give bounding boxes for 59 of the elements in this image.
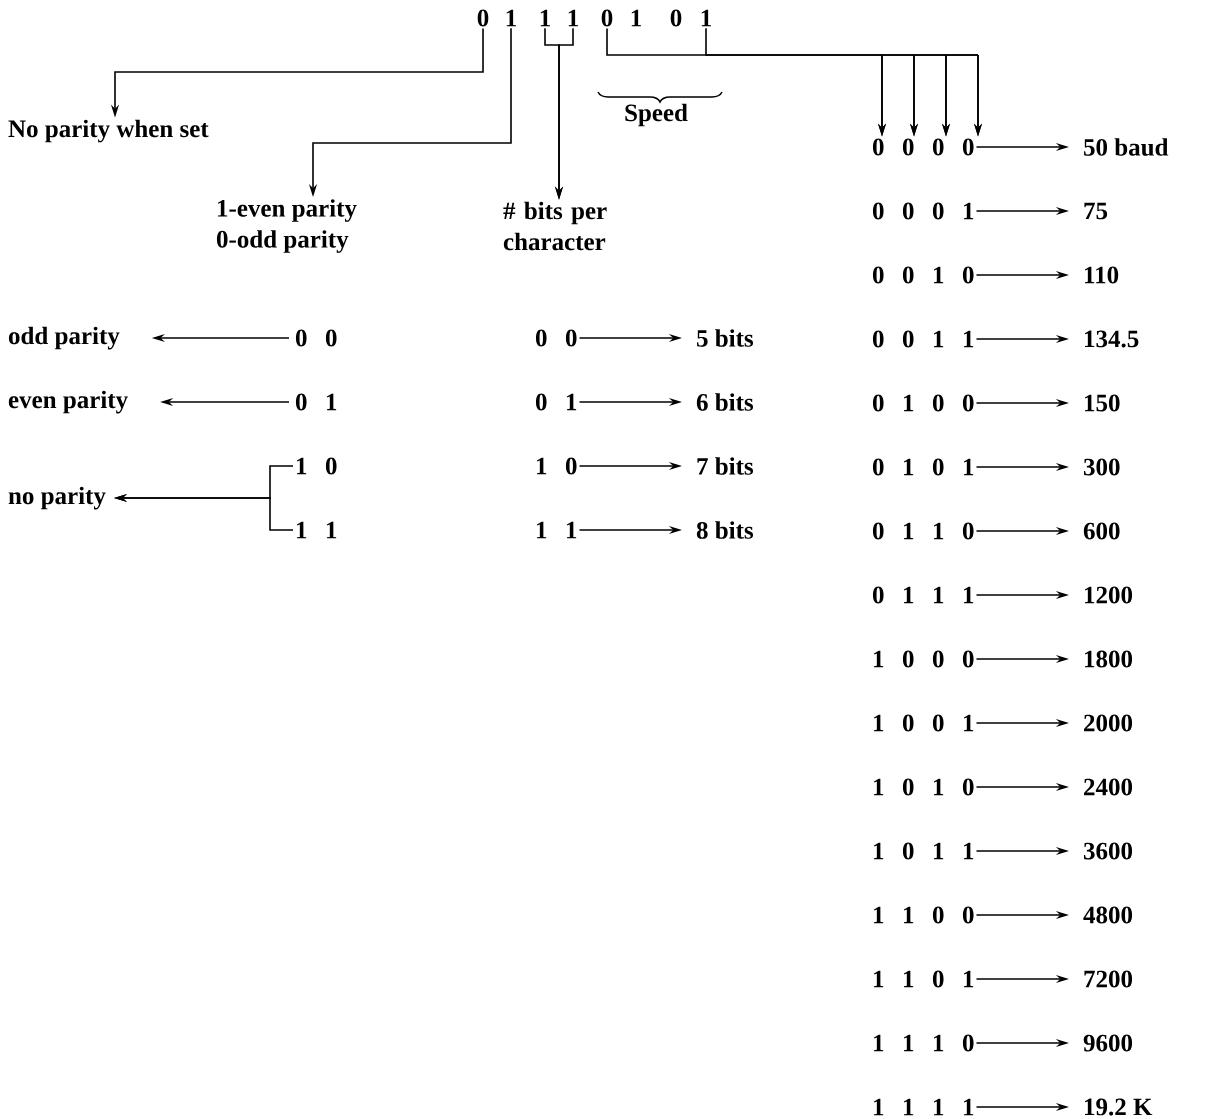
table-entry: 19.2 K <box>1085 1098 1153 1116</box>
bit-digit: 0 <box>601 9 613 27</box>
table-entry: 0 1 <box>295 393 337 411</box>
table-entry: 2000 <box>1084 714 1133 732</box>
table-entry: 0 0 <box>535 329 577 347</box>
table-entry: 1 0 <box>537 457 577 475</box>
table-entry: 7 bits <box>697 457 754 475</box>
table-entry: 1 1 <box>537 521 577 539</box>
table-entry: 110 <box>1085 266 1119 284</box>
table-entry: 150 <box>1085 394 1120 412</box>
table-entry: even parity <box>8 390 128 414</box>
table-entry: 1 0 0 1 <box>874 714 974 732</box>
table-entry: odd parity <box>8 326 120 350</box>
table-entry: 1 0 1 0 <box>874 778 974 796</box>
table-entry: no parity <box>8 486 106 510</box>
table-entry: 0 0 <box>295 329 337 347</box>
table-entry: 0 0 1 0 <box>872 266 974 284</box>
table-entry: 6 bits <box>696 393 754 411</box>
bit-digit: 1 <box>506 9 516 27</box>
bit-digit: 0 <box>477 9 489 27</box>
table-entry: 2400 <box>1084 778 1133 796</box>
table-entry: 1 1 0 1 <box>874 970 974 988</box>
group-label: Speed <box>625 103 688 127</box>
table-entry: 1 0 0 0 <box>874 650 974 668</box>
table-entry: 7200 <box>1084 970 1133 988</box>
table-entry: 1800 <box>1085 650 1133 668</box>
table-entry: 0 0 0 1 <box>872 202 974 220</box>
annotation-text: # bits per character <box>503 201 607 251</box>
annotation-text: 1-even parity 0-odd parity <box>216 199 357 253</box>
table-entry: 134.5 <box>1085 330 1139 348</box>
table-entry: 0 0 1 1 <box>872 330 974 348</box>
table-entry: 3600 <box>1083 842 1133 860</box>
table-entry: 75 <box>1084 202 1108 220</box>
table-entry: 1 1 1 0 <box>874 1034 974 1052</box>
table-entry: 0 1 1 0 <box>872 522 974 540</box>
table-entry: 1 1 1 1 <box>874 1098 974 1116</box>
bit-digit: 1 <box>568 9 578 27</box>
annotation-text: No parity when set <box>8 119 209 143</box>
table-entry: 1 0 1 1 <box>874 842 974 860</box>
table-entry: 600 <box>1083 522 1120 540</box>
table-entry: 4800 <box>1083 906 1133 924</box>
table-entry: 1 1 <box>297 521 337 539</box>
table-entry: 0 1 <box>535 393 577 411</box>
bit-digit: 1 <box>540 9 550 27</box>
table-entry: 0 1 1 1 <box>872 586 974 604</box>
table-entry: 50 baud <box>1084 138 1169 156</box>
table-entry: 5 bits <box>697 329 754 347</box>
table-entry: 0 0 0 0 <box>872 138 974 156</box>
table-entry: 1 0 <box>297 457 337 475</box>
table-entry: 1200 <box>1085 586 1133 604</box>
table-entry: 0 1 0 1 <box>872 458 974 476</box>
table-entry: 300 <box>1083 458 1120 476</box>
bit-digit: 1 <box>631 9 641 27</box>
table-entry: 8 bits <box>696 521 754 539</box>
table-entry: 0 1 0 0 <box>872 394 974 412</box>
table-entry: 1 1 0 0 <box>874 906 974 924</box>
bit-digit: 1 <box>701 9 711 27</box>
table-entry: 9600 <box>1083 1034 1133 1052</box>
bit-digit: 0 <box>670 9 682 27</box>
